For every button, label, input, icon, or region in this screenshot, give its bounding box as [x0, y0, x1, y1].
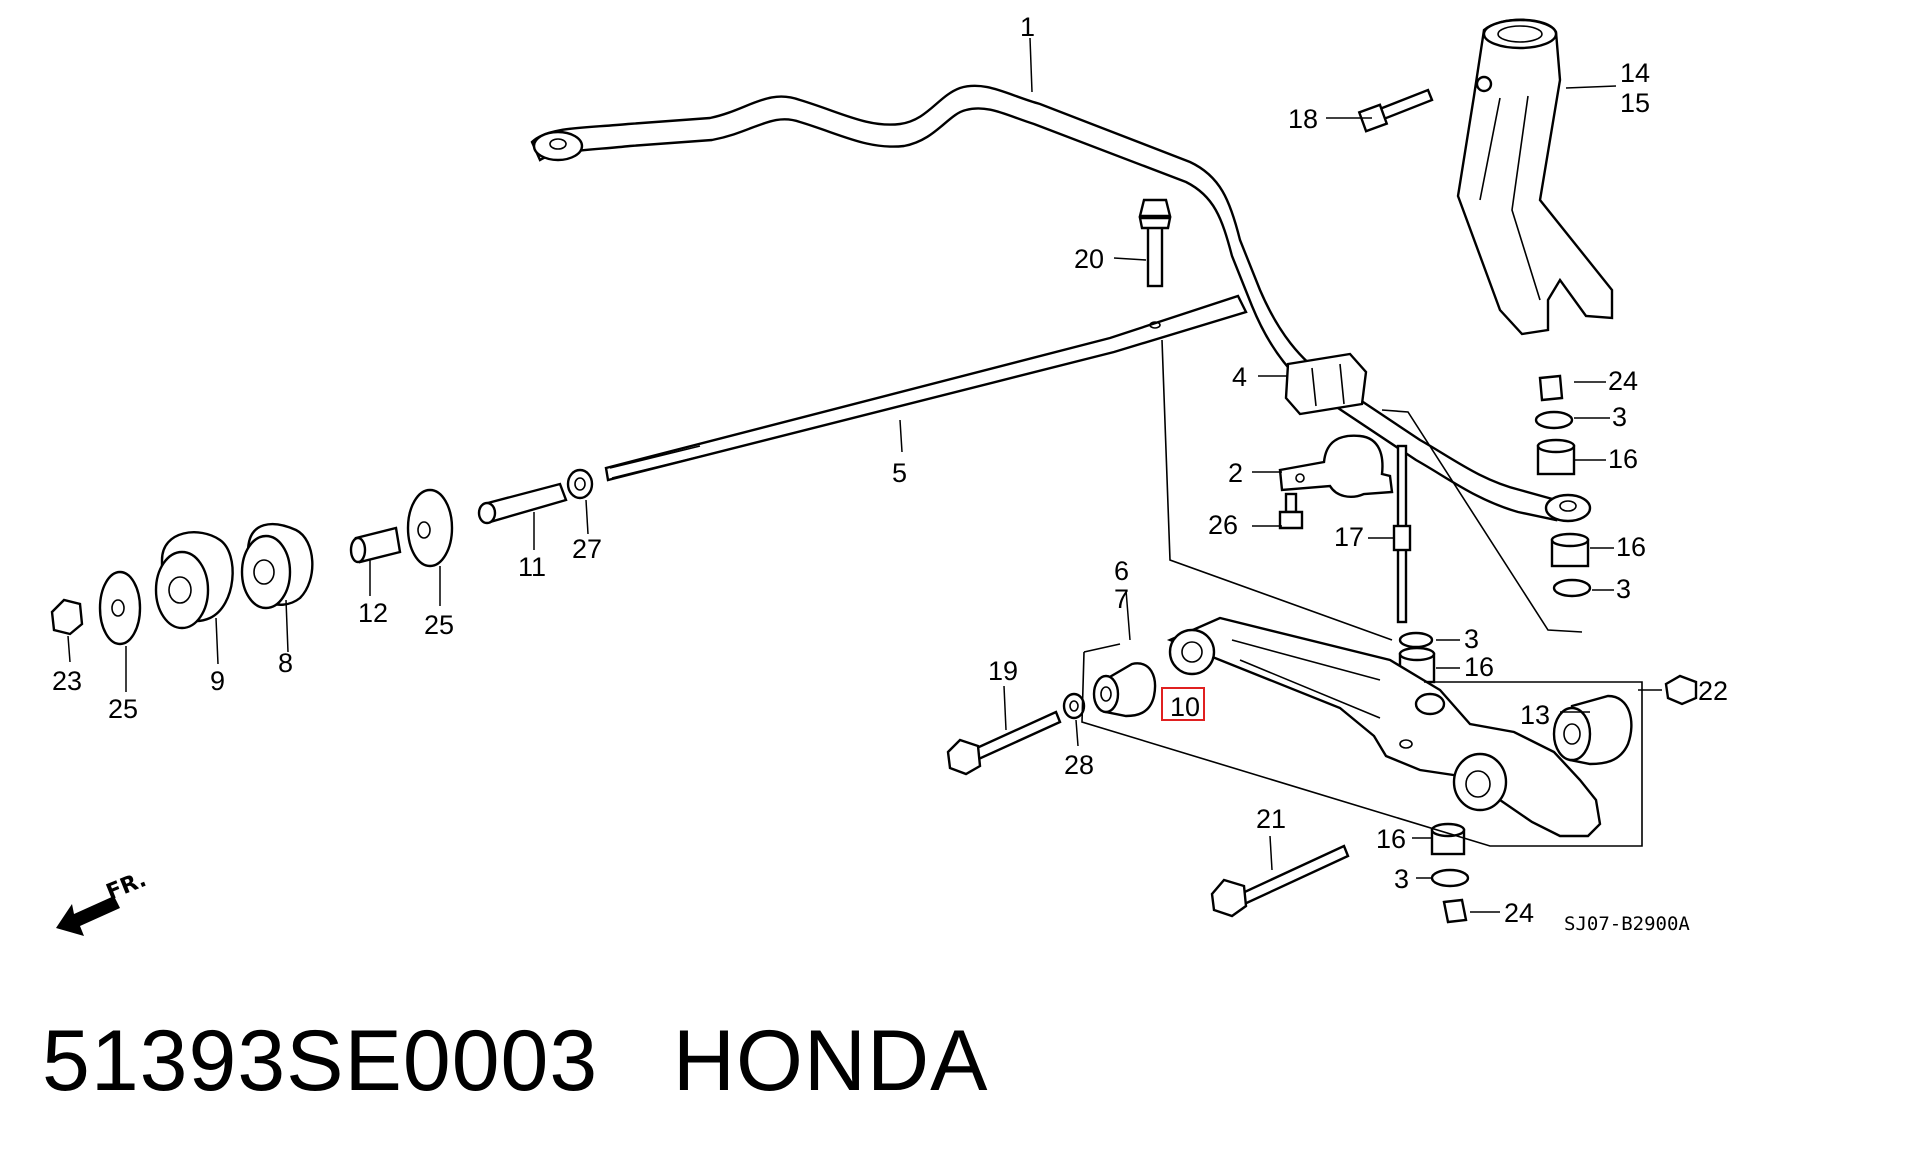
- direction-label: FR.: [103, 867, 150, 905]
- bushing-10: [1092, 662, 1157, 718]
- part-number: 51393SE0003: [42, 1013, 599, 1109]
- callout-24-top: 24: [1608, 366, 1638, 396]
- collar-12: [349, 526, 402, 564]
- callout-5: 5: [892, 458, 907, 488]
- callout-21: 21: [1256, 804, 1286, 834]
- bushing-9: [154, 531, 234, 630]
- collar-11: [477, 482, 568, 525]
- callout-4: 4: [1232, 362, 1247, 392]
- callout-3-bottom: 3: [1394, 864, 1409, 894]
- guide-line-rod: [1161, 339, 1393, 641]
- callout-labels: 1 14 15 18 20 4 24 3 16 2 26 17 16 3 6 7…: [52, 12, 1728, 928]
- callout-7: 7: [1114, 584, 1129, 614]
- washer-3-d: [1430, 868, 1470, 888]
- nut-24-top: [1538, 374, 1564, 402]
- callout-2: 2: [1228, 458, 1243, 488]
- callout-3-mid: 3: [1616, 574, 1631, 604]
- callout-8: 8: [278, 648, 293, 678]
- callout-17: 17: [1334, 522, 1364, 552]
- callout-9: 9: [210, 666, 225, 696]
- leader-lines: [67, 37, 1662, 913]
- callout-16-top: 16: [1608, 444, 1638, 474]
- washer-3-c: [1398, 631, 1434, 649]
- assembly-outline-lower-arm: [1081, 643, 1643, 847]
- nut-27: [566, 468, 594, 500]
- nut-23: [50, 598, 84, 636]
- callout-13: 13: [1520, 700, 1550, 730]
- washer-25-left: [98, 570, 142, 646]
- assembly-outline-link: [1381, 409, 1583, 633]
- callout-27: 27: [572, 534, 602, 564]
- bracket-2: [1278, 434, 1394, 498]
- nut-24-bottom: [1442, 898, 1468, 924]
- bolt-19: [946, 710, 1062, 776]
- washer-3-b: [1552, 578, 1592, 598]
- bushing-16-a: [1536, 438, 1576, 476]
- callout-12: 12: [358, 598, 388, 628]
- brand-name: HONDA: [672, 1013, 989, 1109]
- callout-3-top: 3: [1612, 402, 1627, 432]
- callout-26: 26: [1208, 510, 1238, 540]
- callout-14: 14: [1620, 58, 1650, 88]
- bushing-16-d: [1430, 822, 1466, 856]
- bushing-4: [1284, 352, 1368, 416]
- callout-11: 11: [518, 552, 546, 582]
- callout-10: 10: [1170, 692, 1200, 722]
- washer-3-a: [1534, 410, 1574, 430]
- bolt-26: [1278, 492, 1304, 530]
- callout-18: 18: [1288, 104, 1318, 134]
- nut-22: [1664, 674, 1698, 706]
- callout-28: 28: [1064, 750, 1094, 780]
- front-direction-arrow-icon: FR.: [56, 867, 150, 936]
- callout-15: 15: [1620, 88, 1650, 118]
- callout-1: 1: [1020, 12, 1035, 42]
- radius-rod: [604, 294, 1248, 482]
- bolt-18: [1357, 88, 1434, 133]
- bushing-16-b: [1550, 532, 1590, 568]
- callout-25-right: 25: [424, 610, 454, 640]
- stabilizer-bar: [530, 84, 1592, 523]
- callout-6: 6: [1114, 556, 1129, 586]
- caption: 51393SE0003 HONDA: [42, 1012, 988, 1111]
- washer-25-right: [406, 488, 454, 568]
- callout-24-bottom: 24: [1504, 898, 1534, 928]
- callout-23: 23: [52, 666, 82, 696]
- callout-22: 22: [1698, 676, 1728, 706]
- callout-3-center: 3: [1464, 624, 1479, 654]
- bolt-20: [1138, 198, 1172, 288]
- callout-20: 20: [1074, 244, 1104, 274]
- fork-assembly: [1456, 18, 1614, 336]
- callout-16-center: 16: [1464, 652, 1494, 682]
- washer-28: [1062, 692, 1086, 720]
- bushing-13: [1552, 694, 1633, 766]
- callout-16-bottom: 16: [1376, 824, 1406, 854]
- diagram-code: SJ07-B2900A: [1564, 913, 1690, 935]
- callout-25-left: 25: [108, 694, 138, 724]
- link-rod-17: [1392, 444, 1412, 624]
- bushing-8: [240, 523, 314, 610]
- highlight-box-callout-10: [1161, 687, 1205, 721]
- callout-16-mid: 16: [1616, 532, 1646, 562]
- callout-19: 19: [988, 656, 1018, 686]
- lower-arm: [1166, 616, 1602, 838]
- bolt-21: [1210, 844, 1350, 918]
